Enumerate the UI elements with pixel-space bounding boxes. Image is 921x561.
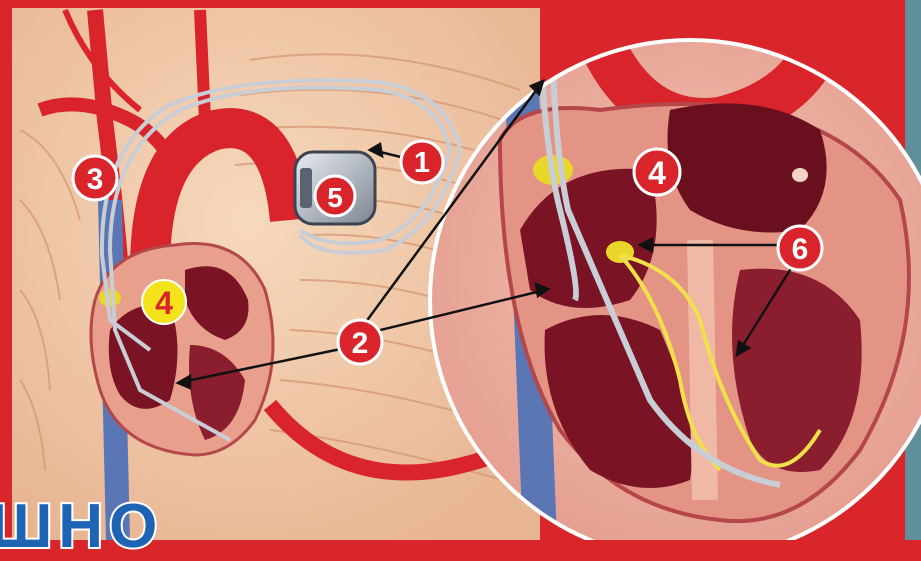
svg-text:4: 4 — [155, 285, 173, 321]
svg-text:1: 1 — [414, 147, 430, 179]
svg-text:3: 3 — [87, 163, 104, 196]
pacemaker-diagram: 1 2 3 4 4 5 6 — [0, 0, 921, 540]
zoom-septum — [700, 240, 705, 500]
svg-text:2: 2 — [352, 327, 369, 360]
pacemaker-illustration: 1 2 3 4 4 5 6 ШНО — [0, 0, 921, 540]
callout-2: 2 — [338, 320, 382, 364]
callout-3: 3 — [73, 156, 117, 200]
callout-4-main: 4 — [142, 280, 186, 324]
callout-5: 5 — [315, 176, 355, 216]
callout-4-zoom: 4 — [634, 149, 680, 195]
svg-text:5: 5 — [327, 182, 343, 213]
zoom-vessel-opening — [792, 168, 808, 182]
callout-1: 1 — [401, 141, 443, 183]
callout-6: 6 — [778, 226, 822, 270]
svg-text:6: 6 — [792, 233, 809, 266]
headline-text: ШНО — [0, 497, 163, 557]
svg-text:4: 4 — [648, 155, 666, 191]
